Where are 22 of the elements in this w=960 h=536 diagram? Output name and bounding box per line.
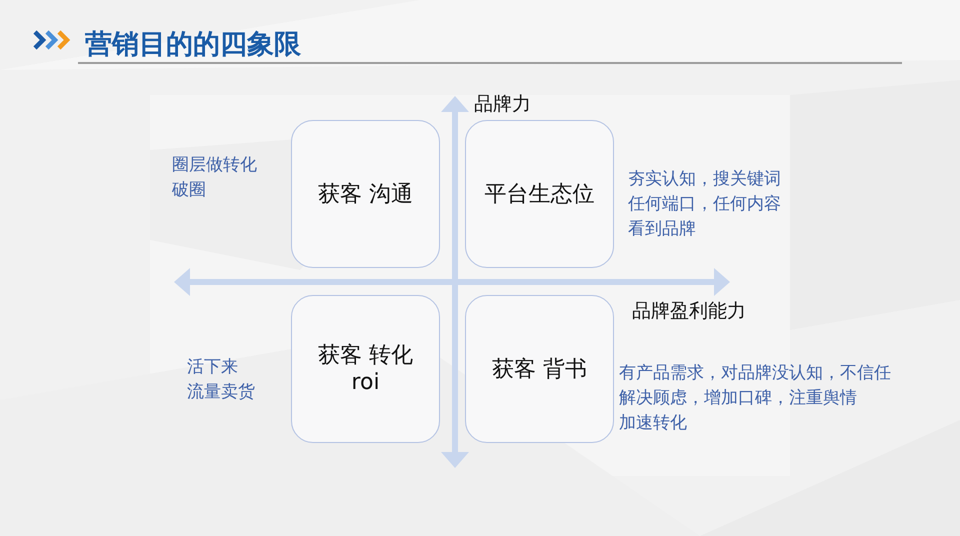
side-note: 看到品牌 — [628, 218, 696, 240]
side-note: 有产品需求，对品牌没认知，不信任 — [619, 362, 891, 384]
quadrant-label: 获客 转化 — [318, 342, 413, 369]
quadrant-label: 获客 沟通 — [318, 180, 413, 208]
quadrant-box — [291, 295, 440, 443]
quadrant-label: 平台生态位 — [484, 180, 594, 208]
side-note: 加速转化 — [619, 412, 687, 434]
slide-title: 营销目的的四象限 — [85, 28, 301, 62]
axis-label: 品牌盈利能力 — [632, 300, 746, 323]
side-note: 圈层做转化 — [172, 154, 257, 176]
quadrant-label: roi — [351, 369, 380, 396]
quadrant-box — [291, 120, 440, 268]
side-note: 流量卖货 — [187, 381, 255, 403]
axis-label: 品牌力 — [474, 93, 531, 116]
quadrant-box — [465, 120, 614, 268]
side-note: 破圈 — [172, 179, 206, 201]
side-note: 任何端口，任何内容 — [628, 193, 781, 215]
quadrant-box — [465, 295, 614, 443]
side-note: 活下来 — [187, 356, 238, 378]
side-note: 解决顾虑，增加口碑，注重舆情 — [619, 387, 857, 409]
side-note: 夯实认知，搜关键词 — [628, 168, 781, 190]
quadrant-label: 获客 背书 — [492, 356, 587, 382]
